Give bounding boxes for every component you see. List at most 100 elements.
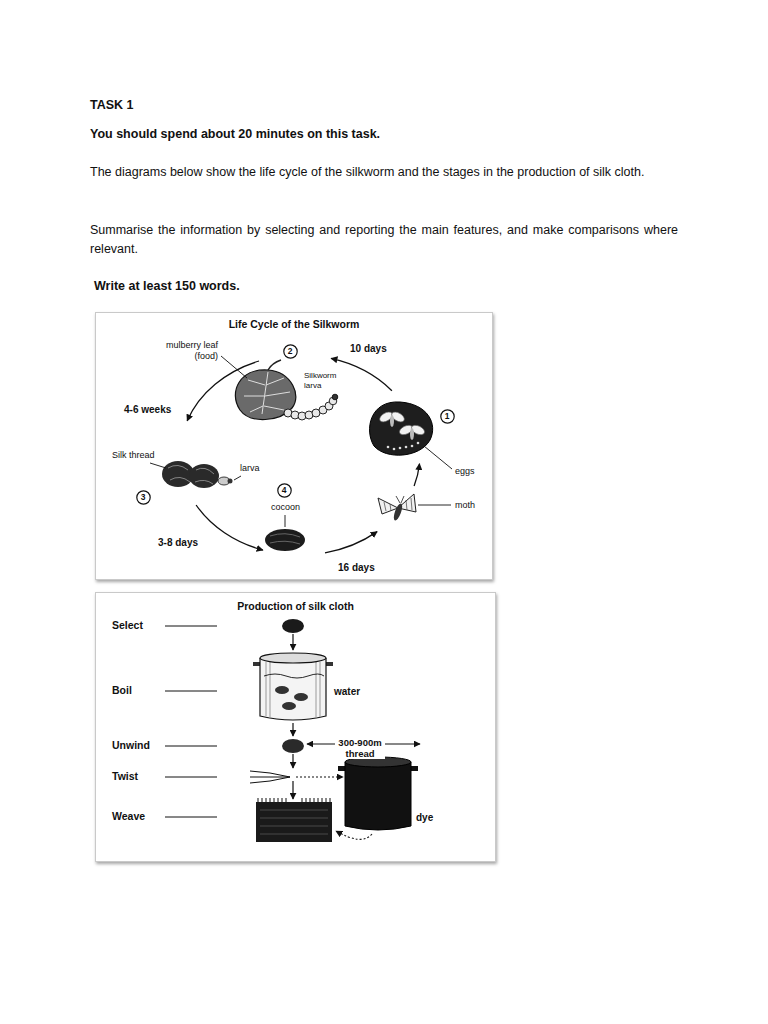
step-label-box: Unwind xyxy=(112,739,150,751)
leader-line xyxy=(418,505,451,506)
task-heading: TASK 1 xyxy=(90,96,134,115)
part-label: dye xyxy=(416,812,433,824)
duration-label: 10 days xyxy=(350,343,387,355)
woven-cloth xyxy=(256,802,332,842)
dotted-arrow xyxy=(336,831,372,839)
duration-label: 16 days xyxy=(338,562,375,574)
cocoon xyxy=(265,529,305,551)
moth xyxy=(392,503,404,522)
dye-pot xyxy=(338,766,345,771)
mulberry-leaf xyxy=(268,360,281,370)
leader-line xyxy=(418,446,452,505)
circle-outline xyxy=(136,490,149,503)
stage-number: 1 xyxy=(445,411,450,421)
boiling-pot xyxy=(260,653,326,663)
boiling-pot xyxy=(266,662,320,718)
instruction-text: Summarise the information by selecting a… xyxy=(90,221,678,259)
dimension-label: 300-900m thread xyxy=(335,737,385,759)
part-label: Silkworm larva xyxy=(304,371,342,390)
part-label-box: mulberry leaf (food) xyxy=(160,340,218,361)
dye-pot xyxy=(411,766,418,771)
leader-line xyxy=(221,356,247,378)
leader-line xyxy=(221,356,247,378)
instruction-text-box: The diagrams below show the life cycle o… xyxy=(90,163,678,182)
woven-cloth xyxy=(256,798,332,842)
egg-leaf xyxy=(370,402,433,455)
stage-number-circle: 1 xyxy=(440,409,455,424)
twisted-thread xyxy=(250,777,290,778)
step-leader xyxy=(165,777,217,778)
selected-cocoon xyxy=(282,619,304,633)
part-label: larva xyxy=(240,463,260,474)
flow-arrow xyxy=(292,723,293,736)
part-label-box: moth xyxy=(455,500,475,511)
step-label-box: Boil xyxy=(112,684,132,696)
leader-line xyxy=(150,463,166,468)
duration-label-box: 3-8 days xyxy=(158,537,198,549)
leader-line xyxy=(285,515,286,527)
twisted-thread xyxy=(250,771,290,783)
boiling-pot xyxy=(326,662,333,666)
stage-number: 3 xyxy=(141,492,146,502)
boiling-pot xyxy=(294,693,308,701)
part-label: mulberry leaf (food) xyxy=(160,340,218,361)
instruction-text-box: Summarise the information by selecting a… xyxy=(90,221,678,259)
silk-mass xyxy=(162,461,233,488)
duration-label-box: 4-6 weeks xyxy=(124,404,171,416)
flow-arrow xyxy=(292,781,293,799)
instruction-text: Write at least 150 words. xyxy=(94,277,240,296)
silk-mass xyxy=(162,461,194,487)
cycle-arrow xyxy=(196,505,263,550)
part-label-box: Silkworm larva xyxy=(304,371,342,390)
step-label: Twist xyxy=(112,770,138,782)
unwound-cocoon xyxy=(282,739,304,753)
egg-leaf xyxy=(370,402,433,455)
egg-leaf xyxy=(390,415,394,427)
cocoon xyxy=(270,534,300,544)
unwound-cocoon xyxy=(282,739,304,753)
mulberry-leaf xyxy=(235,360,295,420)
step-label: Boil xyxy=(112,684,132,696)
woven-cloth xyxy=(260,810,328,834)
leader-line xyxy=(234,476,241,480)
part-label-box: dye xyxy=(416,812,433,824)
circle-outline xyxy=(277,483,290,496)
step-leader xyxy=(165,817,217,818)
woven-cloth xyxy=(258,798,330,802)
duration-label: 3-8 days xyxy=(158,537,198,549)
dye-pot xyxy=(345,762,411,830)
part-label-box: cocoon xyxy=(271,502,300,513)
part-label: water xyxy=(334,686,360,698)
dotted-arrow xyxy=(296,776,343,777)
moth xyxy=(378,494,416,521)
panel-title: Life Cycle of the Silkworm xyxy=(229,318,360,331)
boiling-pot xyxy=(282,702,296,710)
part-label: eggs xyxy=(455,466,475,477)
step-label: Unwind xyxy=(112,739,150,751)
egg-leaf xyxy=(387,446,390,449)
cycle-arrow xyxy=(187,358,419,552)
boiling-pot xyxy=(253,653,333,720)
cycle-arrow xyxy=(325,532,377,553)
silk-mass xyxy=(168,465,214,484)
part-label: Silk thread xyxy=(112,450,155,461)
step-leader xyxy=(165,626,217,627)
step-leader xyxy=(165,691,217,692)
duration-label-box: 16 days xyxy=(338,562,375,574)
stage-number: 2 xyxy=(288,346,293,356)
egg-leaf xyxy=(411,445,414,448)
panel-title: Production of silk cloth xyxy=(237,600,354,613)
stage-number-circle: 3 xyxy=(136,490,151,505)
boiling-pot xyxy=(264,674,324,678)
cycle-arrow xyxy=(331,358,392,390)
silk-mass xyxy=(228,479,233,484)
diagram-panel: Life Cycle of the Silkworm1234 xyxy=(95,312,493,580)
step-label: Select xyxy=(112,619,143,631)
silkworm-larva xyxy=(284,394,338,420)
egg-leaf xyxy=(393,448,396,451)
dimension-label-box: 300-900m thread xyxy=(335,737,385,759)
egg-leaf xyxy=(410,428,414,440)
diagram-panel: Production of silk cloth xyxy=(95,592,496,862)
